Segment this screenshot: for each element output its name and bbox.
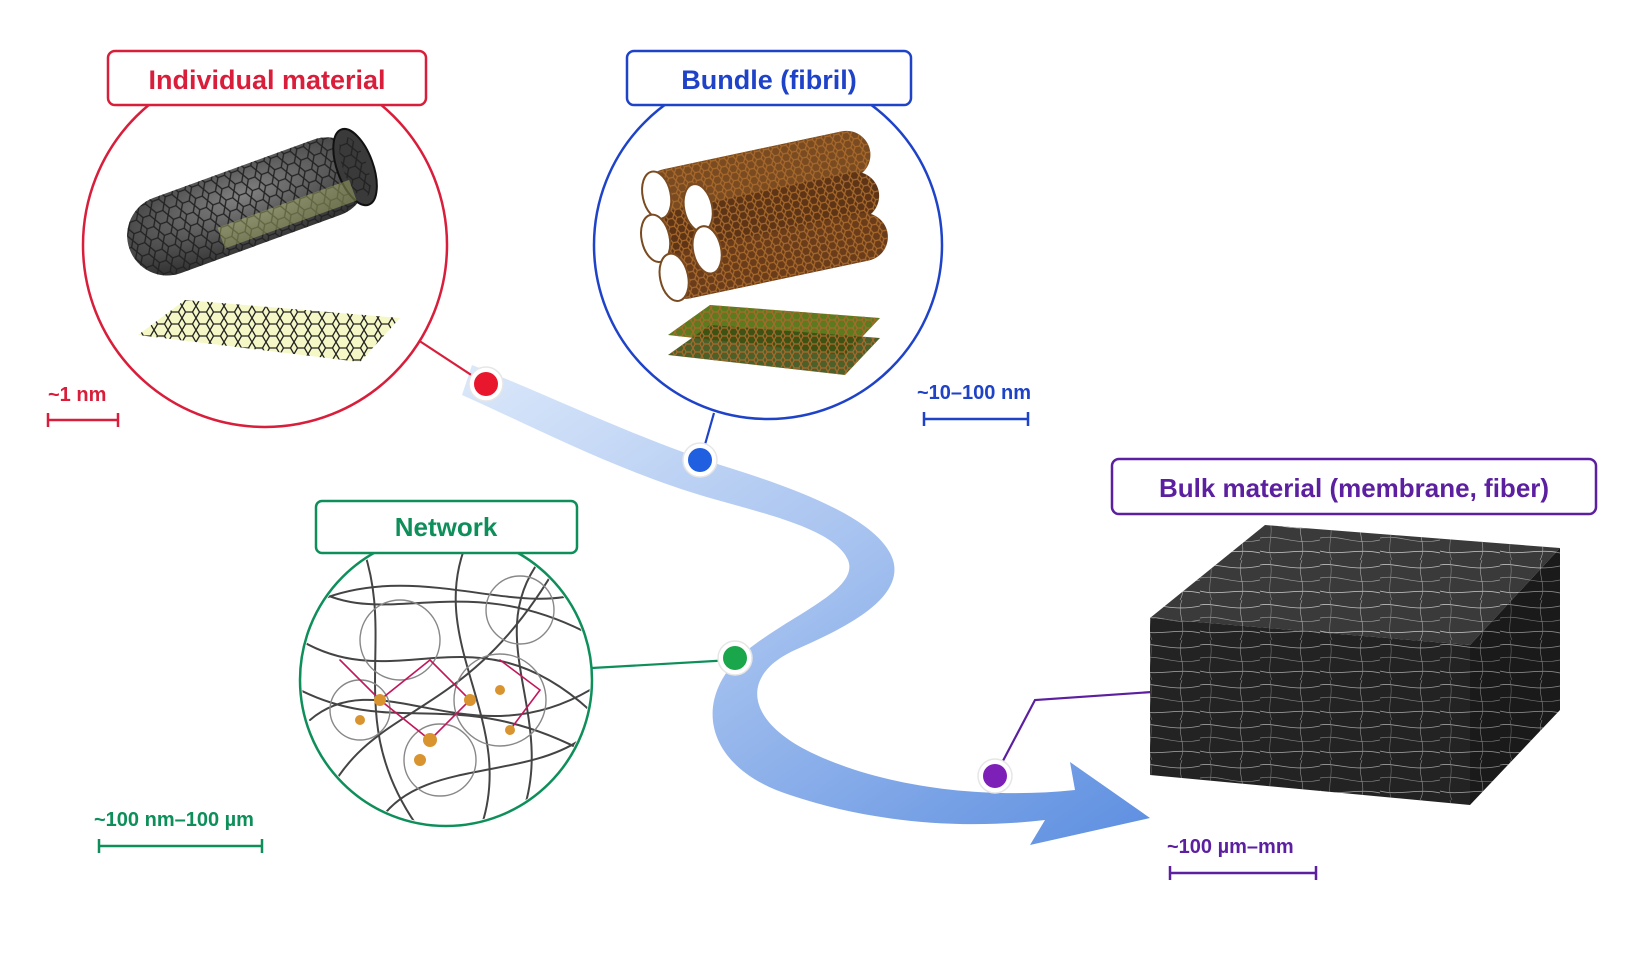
nanotube-graphene-illustration: [127, 127, 400, 362]
bundle-title: Bundle (fibril): [681, 65, 856, 95]
bulk-scale-bar: [1168, 866, 1318, 880]
fiber-network-illustration: [302, 536, 590, 824]
connector-network: [591, 658, 733, 670]
individual-title-box: [106, 49, 428, 107]
bulk-title: Bulk material (membrane, fiber): [1159, 473, 1549, 503]
network-panel: Network ~100 nm–100 µm: [94, 499, 594, 853]
connector-bulk: [994, 690, 1153, 777]
membrane-block-illustration: [1150, 525, 1560, 805]
network-title: Network: [395, 512, 498, 542]
marker-blue: [682, 442, 718, 478]
individual-scale-label: ~1 nm: [48, 384, 106, 406]
bundle-scale-label: ~10–100 nm: [917, 382, 1031, 404]
individual-title: Individual material: [148, 65, 385, 95]
bulk-material-panel: Bulk material (membrane, fiber) ~100 µm–…: [1110, 457, 1598, 880]
bundle-panel: Bundle (fibril) ~10–100 nm: [592, 49, 1031, 426]
network-scale-bar: [97, 839, 264, 853]
bulk-scale-label: ~100 µm–mm: [1167, 836, 1294, 858]
bundle-scale-bar: [922, 412, 1030, 426]
bundle-title-box: [625, 49, 913, 107]
marker-green: [717, 640, 753, 676]
flow-arrow: [462, 365, 1150, 845]
marker-red: [468, 366, 504, 402]
fibril-bundle-illustration: [640, 130, 888, 375]
individual-material-panel: Individual material ~1 nm: [46, 49, 449, 429]
individual-scale-bar: [46, 413, 120, 427]
marker-purple: [977, 758, 1013, 794]
bulk-title-box: [1110, 457, 1598, 516]
network-scale-label: ~100 nm–100 µm: [94, 809, 254, 831]
network-title-box: [314, 499, 579, 555]
